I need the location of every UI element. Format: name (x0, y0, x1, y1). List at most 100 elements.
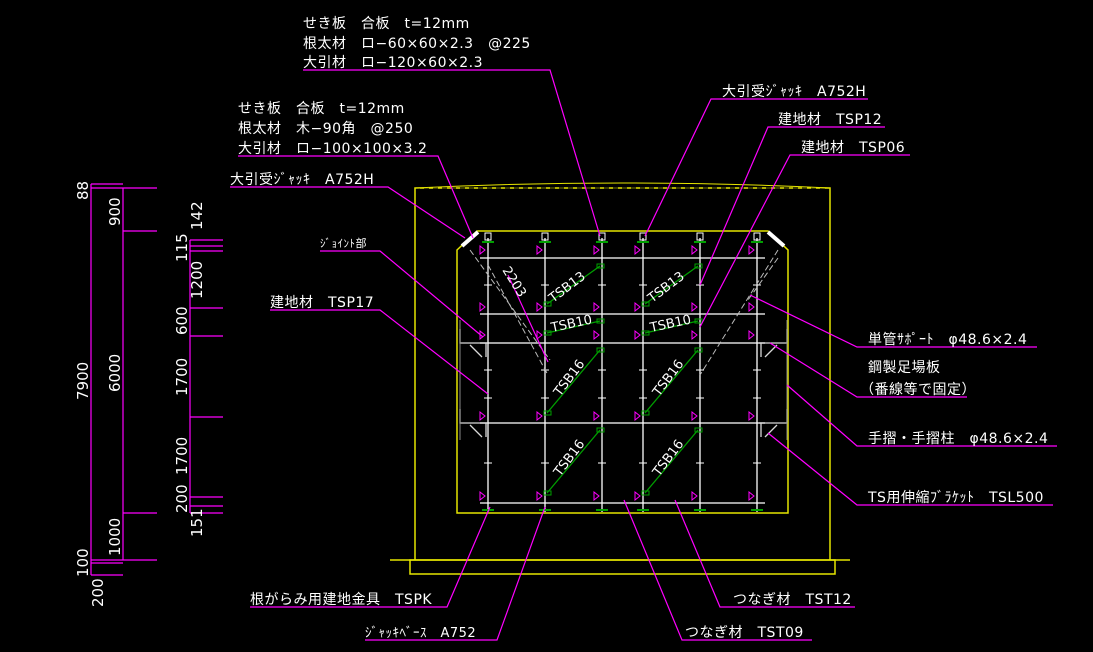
triangle-marker (691, 301, 698, 313)
ts-bracket (759, 329, 788, 358)
triangle-marker (536, 244, 543, 256)
triangle-marker (593, 244, 600, 256)
brace-label-left-tsb13: TSB13 (546, 269, 589, 307)
dim-outer-7900: 7900 (74, 362, 92, 400)
brace-clamp (694, 263, 703, 269)
diagonal-brace (546, 320, 601, 334)
triangle-marker (634, 410, 641, 422)
ts-bracket (759, 409, 788, 438)
upper-spec-line-3: 大引材 ロ−120×60×2.3 (303, 55, 483, 71)
label-bracket: TS用伸縮ﾌﾞﾗｹｯﾄ TSL500 (867, 490, 1044, 506)
leader-line (769, 342, 967, 398)
lower-spec-line-1: せき板 合板 t=12mm (238, 101, 405, 117)
leader-line (238, 155, 474, 239)
triangle-marker (536, 301, 543, 313)
diagonal-brace (644, 320, 699, 334)
ts-bracket (459, 409, 488, 438)
label-jack-left: 大引受ｼﾞｬｯｷ A752H (230, 172, 374, 188)
ts-bracket (459, 329, 488, 358)
leader-line (623, 499, 812, 641)
leader-line (644, 98, 868, 237)
label-tsp06: 建地材 TSP06 (801, 140, 905, 156)
dim-inner-142: 142 (188, 201, 206, 230)
dim-inner-1700-upper: 1700 (173, 358, 191, 396)
label-tst09: つなぎ材 TST09 (685, 625, 804, 641)
lower-spec-line-2: 根太材 木−90角 @250 (238, 121, 413, 137)
diagonal-brace (546, 429, 601, 494)
dim-inner-1200: 1200 (188, 261, 206, 299)
brace-clamp (596, 347, 605, 353)
brace-clamp (694, 347, 703, 353)
leader-line (699, 154, 910, 328)
brace-label-right-tsb16-upper: TSB16 (650, 357, 688, 400)
dimension-lines (90, 183, 223, 576)
label-deck-2: （番線等で固定） (860, 381, 976, 398)
scaffold-frame (459, 230, 788, 512)
brace-label-right-tsb13: TSB13 (645, 269, 688, 307)
leader-line (320, 250, 484, 338)
triangle-marker (593, 301, 600, 313)
leader-line (699, 126, 885, 286)
brace-clamp (543, 301, 552, 307)
leader-line (303, 69, 601, 237)
dim-inner-151: 151 (188, 508, 206, 537)
leader-line (250, 506, 491, 608)
pipe-support (699, 249, 779, 376)
triangle-marker (634, 301, 641, 313)
triangle-marker (634, 490, 641, 502)
triangle-marker (479, 301, 486, 313)
jack-head (484, 232, 492, 241)
leader-line (674, 499, 855, 608)
leader-line (507, 274, 549, 363)
triangle-marker (691, 329, 698, 341)
diagonal-brace (546, 349, 601, 414)
upper-spec-line-1: せき板 合板 t=12mm (303, 16, 470, 32)
dim-inner-600: 600 (173, 306, 191, 335)
dim-middle-900: 900 (106, 197, 124, 226)
triangle-marker (634, 329, 641, 341)
diagonal-brace (644, 429, 699, 494)
brace-clamp (694, 318, 703, 324)
brace-clamp (596, 263, 605, 269)
label-tsp12: 建地材 TSP12 (778, 112, 882, 128)
label-jack-base: ｼﾞｬｯｷﾍﾞｰｽ A752 (365, 626, 476, 641)
label-deck-1: 鋼製足場板 (868, 360, 941, 376)
brace-clamp (641, 490, 650, 496)
brace-clamp (641, 330, 650, 336)
jack-head (598, 232, 606, 241)
dim-middle-6000: 6000 (106, 354, 124, 392)
dim-outer-88: 88 (74, 181, 92, 200)
dim-middle-1000: 1000 (106, 518, 124, 556)
jack-head (753, 232, 761, 241)
label-support: 単管ｻﾎﾟｰﾄ φ48.6×2.4 (868, 332, 1027, 348)
triangle-marker (748, 244, 755, 256)
triangle-marker (748, 301, 755, 313)
triangle-marker (593, 410, 600, 422)
label-handrail: 手摺・手摺柱 φ48.6×2.4 (868, 431, 1048, 447)
lower-spec-line-3: 大引材 ロ−100×100×3.2 (238, 141, 427, 157)
triangle-marker (536, 410, 543, 422)
label-tspk: 根がらみ用建地金具 TSPK (250, 592, 432, 608)
brace-clamp (543, 330, 552, 336)
dim-inner-1700-lower: 1700 (173, 437, 191, 475)
label-joint: ｼﾞｮｲﾝﾄ部 (320, 236, 367, 250)
leader-lines (230, 69, 1057, 641)
triangle-marker (634, 244, 641, 256)
label-jack-right: 大引受ｼﾞｬｯｷ A752H (722, 84, 866, 100)
pipe-support (747, 257, 779, 301)
dim-inner-200: 200 (173, 484, 191, 513)
jack-head (639, 232, 647, 241)
leader-line (365, 506, 546, 641)
diagonal-brace (644, 349, 699, 414)
triangle-marker (691, 410, 698, 422)
brace-clamp (596, 427, 605, 433)
brace-clamp (596, 318, 605, 324)
brace-clamp (694, 427, 703, 433)
corner-jack-left (460, 230, 480, 248)
triangle-marker (593, 329, 600, 341)
triangle-marker (536, 329, 543, 341)
brace-clamp (543, 410, 552, 416)
dim-outer-200: 200 (89, 578, 107, 607)
triangle-marker (479, 490, 486, 502)
